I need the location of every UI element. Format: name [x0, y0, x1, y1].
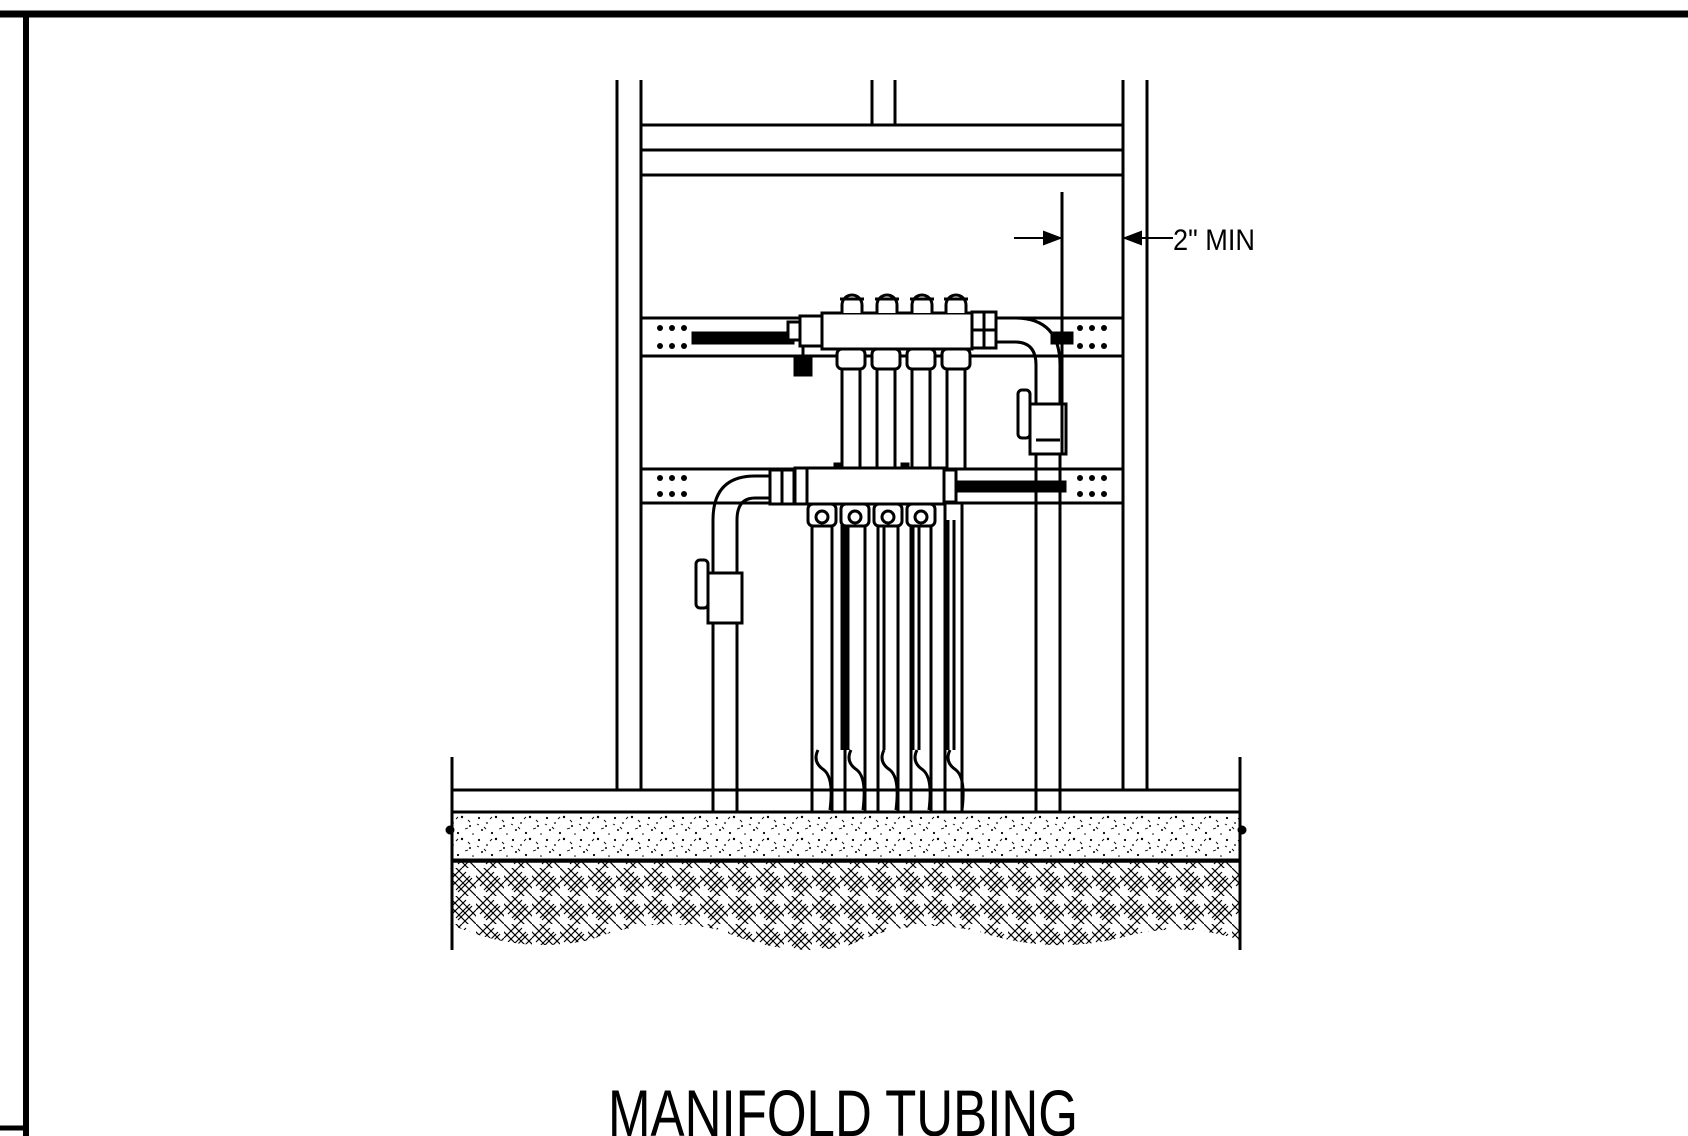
wall-framing: [615, 80, 1149, 790]
dimension-label: 2" MIN: [1173, 224, 1255, 257]
subgrade-soil: [452, 862, 1240, 950]
clearance-dimension: [1014, 192, 1173, 455]
upper-loop-tubes: [840, 369, 967, 750]
drawing-title: MANIFOLD TUBING: [608, 1076, 1078, 1136]
supply-riser: [996, 316, 1068, 812]
lower-manifold: [768, 462, 958, 528]
sheet-border: [0, 10, 1688, 1136]
upper-manifold: [786, 293, 998, 377]
return-riser: [694, 474, 770, 812]
lower-loop-tubes: [810, 504, 965, 812]
